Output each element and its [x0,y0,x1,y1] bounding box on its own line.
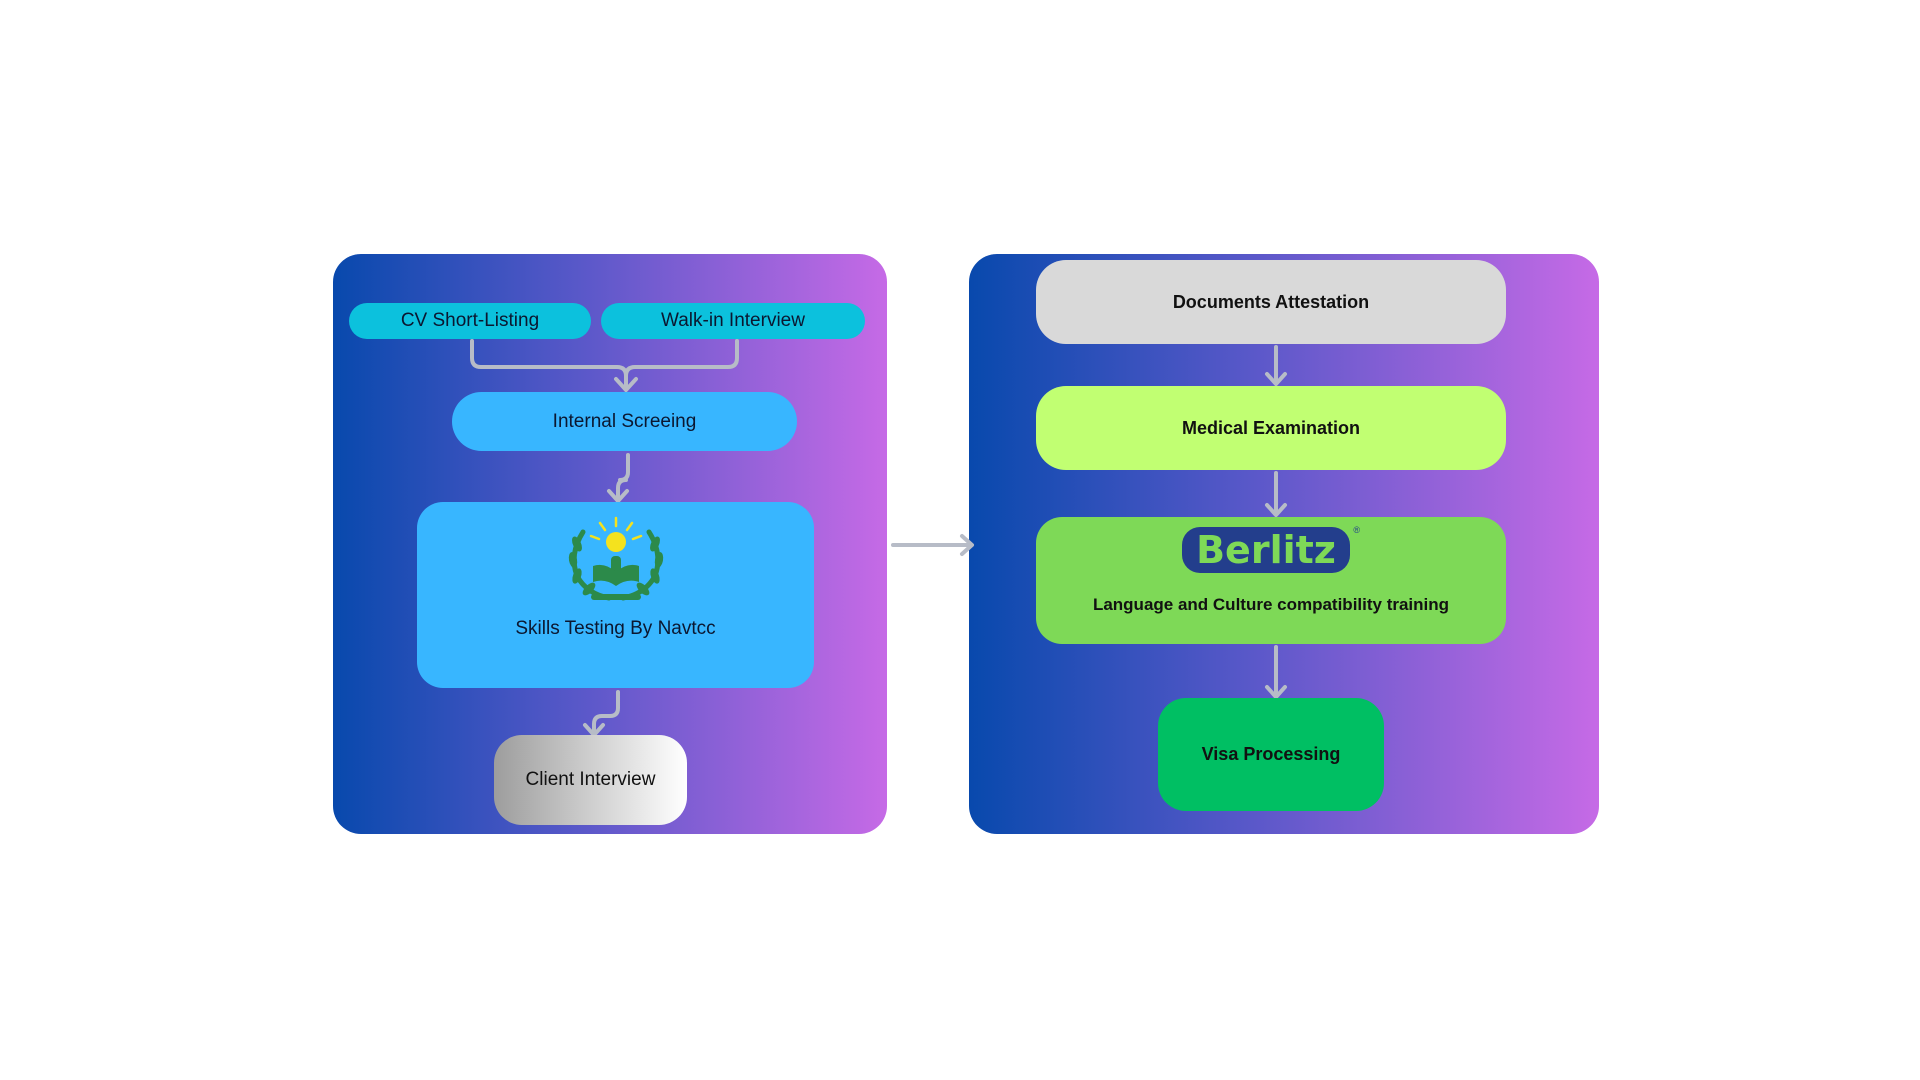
navtcc-emblem-icon [568,516,663,601]
skills-testing-label: Skills Testing By Navtcc [515,618,716,639]
cv-shortlisting-label: CV Short-Listing [400,310,540,331]
client-interview-label: Client Interview [525,769,656,790]
walkin-interview-node: Walk-in Interview [601,303,865,339]
visa-processing-label: Visa Processing [1201,744,1341,764]
language-training-label: Language and Culture compatibility train… [1092,595,1450,614]
berlitz-logo: Berlitz ® [1182,525,1360,579]
internal-screening-label: Internal Screeing [552,410,697,432]
medical-examination-label: Medical Examination [1181,417,1361,438]
berlitz-logo-text: Berlitz [1182,527,1350,573]
registered-mark-icon: ® [1353,525,1360,535]
visa-processing-node: Visa Processing [1158,698,1384,811]
client-interview-node: Client Interview [494,735,687,825]
skills-testing-node: Skills Testing By Navtcc [417,502,814,688]
documents-attestation-label: Documents Attestation [1172,291,1370,312]
medical-examination-node: Medical Examination [1036,386,1506,470]
documents-attestation-node: Documents Attestation [1036,260,1506,344]
internal-screening-node: Internal Screeing [452,392,797,451]
walkin-interview-label: Walk-in Interview [661,310,805,331]
language-training-node: Berlitz ® Language and Culture compatibi… [1036,517,1506,644]
cv-shortlisting-node: CV Short-Listing [349,303,591,339]
